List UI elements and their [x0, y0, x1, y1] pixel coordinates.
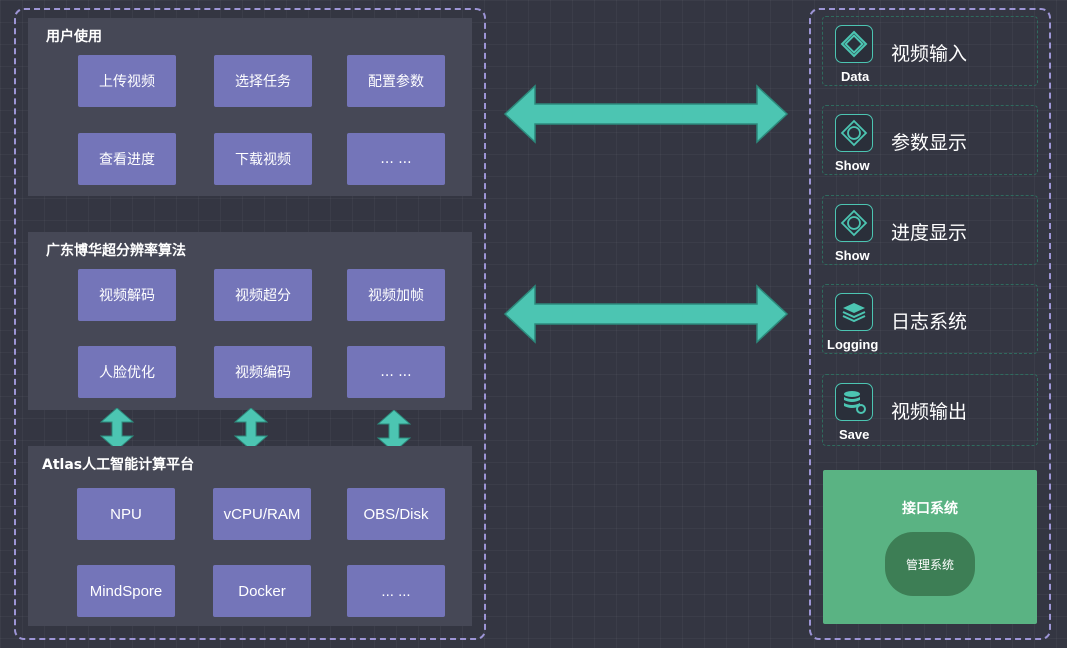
video-decode-button[interactable]: 视频解码: [78, 269, 176, 321]
video-encode-button[interactable]: 视频编码: [214, 346, 312, 398]
item-sublabel: Data: [841, 69, 870, 84]
atlas-platform-group: Atlas人工智能计算平台 NPU vCPU/RAM OBS/Disk Mind…: [28, 446, 472, 626]
config-params-button[interactable]: 配置参数: [347, 55, 445, 107]
item-label: 视频输出: [891, 401, 968, 423]
vertical-double-arrow: [100, 408, 134, 450]
item-label: 参数显示: [891, 132, 968, 154]
item-sublabel: Save: [839, 427, 870, 442]
video-frame-interp-button[interactable]: 视频加帧: [347, 269, 445, 321]
more-button[interactable]: ... ...: [347, 346, 445, 398]
item-label: 日志系统: [891, 311, 968, 333]
item-sublabel: Logging: [827, 337, 879, 352]
obs-disk-button[interactable]: OBS/Disk: [347, 488, 445, 540]
docker-button[interactable]: Docker: [213, 565, 311, 617]
video-superres-button[interactable]: 视频超分: [214, 269, 312, 321]
more-button[interactable]: ... ...: [347, 565, 445, 617]
logging-layers-icon: [835, 293, 873, 331]
horizontal-double-arrow: [503, 84, 789, 144]
video-input-item[interactable]: Data 视频输入: [822, 16, 1038, 86]
management-system-button[interactable]: 管理系统: [885, 532, 975, 596]
interface-system-panel: 接口系统 管理系统: [823, 470, 1037, 624]
download-video-button[interactable]: 下载视频: [214, 133, 312, 185]
npu-button[interactable]: NPU: [77, 488, 175, 540]
data-icon: [835, 25, 873, 63]
more-button[interactable]: ... ...: [347, 133, 445, 185]
param-display-item[interactable]: Show 参数显示: [822, 105, 1038, 175]
interface-title: 接口系统: [902, 501, 958, 517]
view-progress-button[interactable]: 查看进度: [78, 133, 176, 185]
item-label: 视频输入: [891, 43, 968, 65]
logging-system-item[interactable]: Logging 日志系统: [822, 284, 1038, 354]
video-output-item[interactable]: Save 视频输出: [822, 374, 1038, 446]
group-title: 用户使用: [46, 29, 102, 45]
vcpu-ram-button[interactable]: vCPU/RAM: [213, 488, 311, 540]
show-icon: [835, 204, 873, 242]
item-sublabel: Show: [835, 158, 870, 173]
user-usage-group: 用户使用 上传视频 选择任务 配置参数 查看进度 下载视频 ... ...: [28, 18, 472, 196]
progress-display-item[interactable]: Show 进度显示: [822, 195, 1038, 265]
face-optimize-button[interactable]: 人脸优化: [78, 346, 176, 398]
right-container-frame: [809, 8, 1051, 640]
save-database-icon: [835, 383, 873, 421]
group-title: Atlas人工智能计算平台: [42, 457, 195, 473]
show-icon: [835, 114, 873, 152]
mindspore-button[interactable]: MindSpore: [77, 565, 175, 617]
upload-video-button[interactable]: 上传视频: [78, 55, 176, 107]
group-title: 广东博华超分辨率算法: [46, 243, 186, 259]
item-label: 进度显示: [891, 222, 968, 244]
select-task-button[interactable]: 选择任务: [214, 55, 312, 107]
horizontal-double-arrow: [503, 284, 789, 344]
vertical-double-arrow: [234, 408, 268, 450]
algorithm-group: 广东博华超分辨率算法 视频解码 视频超分 视频加帧 人脸优化 视频编码 ... …: [28, 232, 472, 410]
vertical-double-arrow: [377, 410, 411, 452]
item-sublabel: Show: [835, 248, 870, 263]
left-container-frame: [14, 8, 486, 640]
